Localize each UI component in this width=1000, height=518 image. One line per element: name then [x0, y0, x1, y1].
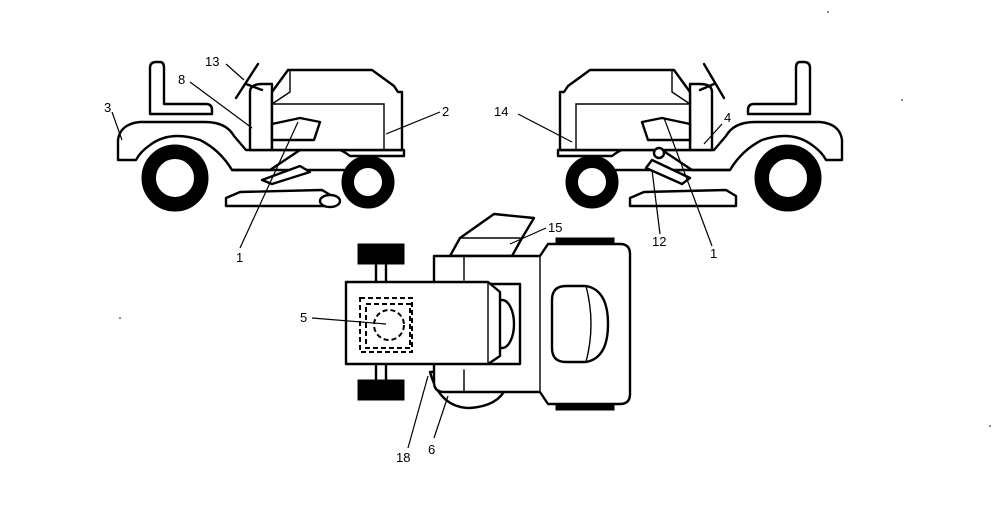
front-wheel-top: [357, 243, 405, 265]
callout-15: 15: [548, 220, 562, 235]
hood-panel-line: [271, 103, 385, 151]
tractor-right-side-view: [556, 60, 844, 212]
lift-lever: [644, 158, 692, 186]
seat-top: [448, 212, 536, 258]
hood-top-decal-circle: [373, 309, 405, 341]
right-view-leaders: [517, 113, 723, 247]
seat: [148, 60, 214, 116]
hood-side-decal: [270, 116, 322, 142]
front-wheel-hub: [352, 166, 384, 198]
mower-deck: [224, 188, 334, 208]
rear-wheel-hub: [767, 157, 809, 199]
callout-4: 4: [724, 110, 731, 125]
deck-chute: [318, 193, 342, 209]
callout-5: 5: [300, 310, 307, 325]
mower-deck: [628, 188, 738, 208]
seat: [746, 60, 812, 116]
hood-edge: [671, 69, 691, 105]
callout-14: 14: [494, 104, 508, 119]
front-wheel-bottom: [357, 379, 405, 401]
foot-pedal: [260, 164, 312, 186]
front-wheel-hub: [576, 166, 608, 198]
hood-top-decal-inner: [365, 303, 411, 349]
steering-column: [698, 82, 716, 92]
top-view-leaders: [311, 227, 547, 449]
steering-wheel: [234, 62, 260, 100]
callout-1-right: 1: [710, 246, 717, 261]
rear-wheel-hub: [154, 157, 196, 199]
lever-knob: [652, 146, 666, 160]
hood-side-decal: [640, 116, 692, 142]
steering-wheel: [702, 62, 726, 100]
hood-edge: [271, 69, 291, 105]
callout-3: 3: [104, 100, 111, 115]
callout-numbers: 13 8 3 2 1 14 4 12 1 15 5 18 6: [104, 54, 731, 465]
dash-tower: [248, 82, 274, 152]
dash-tower: [688, 82, 714, 152]
callout-6: 6: [428, 442, 435, 457]
callout-2: 2: [442, 104, 449, 119]
callout-13: 13: [205, 54, 219, 69]
tractor-left-side-view: [116, 60, 406, 212]
callout-12: 12: [652, 234, 666, 249]
tractor-top-view: [344, 212, 632, 411]
callout-1-left: 1: [236, 250, 243, 265]
steering-column: [244, 82, 264, 92]
callout-8: 8: [178, 72, 185, 87]
hood-top-decal-outline: [359, 297, 413, 353]
rear-seat-top: [550, 284, 610, 364]
hood-panel-line: [575, 103, 691, 151]
left-view-leaders: [111, 63, 441, 249]
callout-18: 18: [396, 450, 410, 465]
